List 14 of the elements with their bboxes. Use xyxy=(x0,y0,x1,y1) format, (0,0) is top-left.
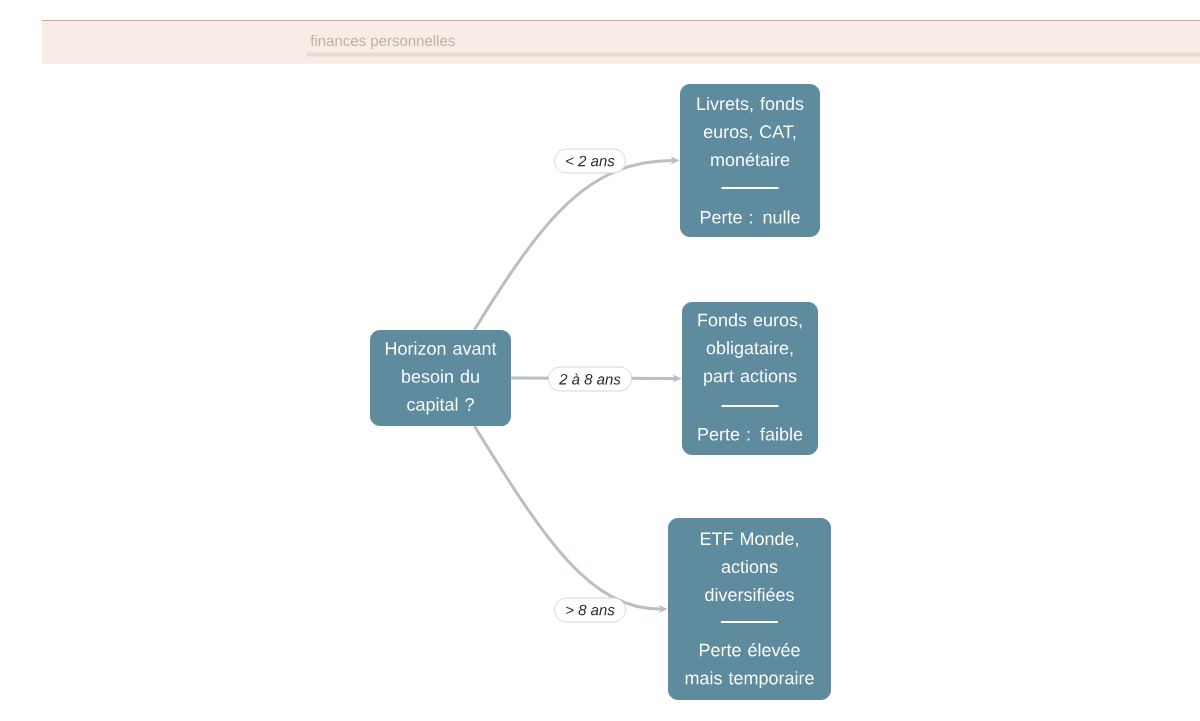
option-box xyxy=(682,302,818,455)
loss-text: Perte : faible xyxy=(698,427,803,441)
tagline: finances personnelles xyxy=(310,35,455,49)
edge-label: > 8 ans xyxy=(554,597,626,623)
option-box xyxy=(680,84,820,237)
edge-label: 2 à 8 ans xyxy=(548,366,633,392)
option-text: Livrets, fonds euros, CAT, monétaire xyxy=(697,96,804,167)
option-text: Fonds euros, obligataire, part actions xyxy=(698,313,802,386)
edge-label: < 2 ans xyxy=(554,148,626,174)
option-box xyxy=(668,518,831,700)
question-box: Horizon avant besoin du capital ? xyxy=(370,330,511,426)
option-text: ETF Monde, actions diversifiées xyxy=(700,531,798,602)
loss-text: Perte : nulle xyxy=(700,210,800,224)
loss-text: Perte élevée mais temporaire xyxy=(685,643,814,688)
